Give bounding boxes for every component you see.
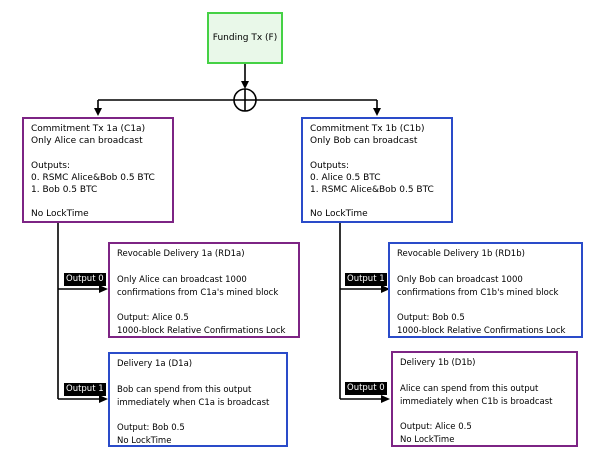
hub-xor-icon: [233, 88, 257, 112]
c1b-line-broadcast: Only Bob can broadcast: [310, 136, 418, 147]
delivery-d1a-node: Delivery 1a (D1a) Bob can spend from thi…: [108, 352, 288, 447]
edge-label-c1b-output-1: Output 1: [345, 273, 387, 286]
d1b-line-blank2: [400, 409, 569, 422]
hub-to-c1a-arrow: [94, 100, 102, 116]
rd1a-line-output: Output: Alice 0.5: [117, 313, 189, 324]
d1a-line-locktime: No LockTime: [117, 436, 172, 447]
c1a-line-locktime: No LockTime: [31, 209, 89, 220]
c1b-line-output1: 1. RSMC Alice&Bob 0.5 BTC: [310, 184, 434, 195]
delivery-d1b-node: Delivery 1b (D1b) Alice can spend from t…: [391, 351, 578, 447]
funding-tx-label: Funding Tx (F): [212, 33, 278, 43]
revocable-delivery-rd1a-node: Revocable Delivery 1a (RD1a) Only Alice …: [108, 242, 300, 338]
d1a-line-output: Output: Bob 0.5: [117, 423, 185, 434]
d1a-line-body1: Bob can spend from this output: [117, 384, 252, 395]
rd1b-line-blank: [397, 261, 574, 274]
c1a-line-blank: [31, 147, 165, 159]
commitment-tx-c1b-node: Commitment Tx 1b (C1b) Only Bob can broa…: [301, 117, 453, 223]
rd1a-line-lock: 1000-block Relative Confirmations Lock: [117, 326, 286, 337]
d1b-line-body2: immediately when C1b is broadcast: [400, 396, 553, 407]
edge-label-c1a-output-1: Output 1: [64, 383, 106, 396]
d1a-line-blank: [117, 371, 279, 384]
c1b-line-blank: [310, 147, 444, 159]
d1b-line-locktime: No LockTime: [400, 435, 455, 446]
rd1b-line-output: Output: Bob 0.5: [397, 313, 465, 324]
c1b-line-title: Commitment Tx 1b (C1b): [310, 124, 425, 134]
c1b-line-outputs: Outputs:: [310, 160, 349, 171]
c1b-line-output0: 0. Alice 0.5 BTC: [310, 172, 381, 183]
rd1a-line-body1: Only Alice can broadcast 1000: [117, 274, 247, 285]
rd1b-line-title: Revocable Delivery 1b (RD1b): [397, 249, 525, 259]
rd1b-line-lock: 1000-block Relative Confirmations Lock: [397, 326, 566, 337]
c1a-line-output1: 1. Bob 0.5 BTC: [31, 184, 98, 195]
c1b-output-lines: [339, 223, 390, 403]
d1b-line-title: Delivery 1b (D1b): [400, 358, 476, 368]
d1b-line-blank: [400, 370, 569, 383]
rd1b-line-body2: confirmations from C1b's mined block: [397, 287, 559, 298]
d1a-line-title: Delivery 1a (D1a): [117, 359, 193, 369]
rd1a-line-body2: confirmations from C1a's mined block: [117, 287, 279, 298]
commitment-tx-c1a-node: Commitment Tx 1a (C1a) Only Alice can br…: [22, 117, 174, 223]
rd1b-line-body1: Only Bob can broadcast 1000: [397, 274, 523, 285]
c1a-output-lines: [57, 223, 108, 403]
c1a-line-broadcast: Only Alice can broadcast: [31, 136, 143, 147]
c1a-line-outputs: Outputs:: [31, 160, 70, 171]
c1b-line-locktime: No LockTime: [310, 209, 368, 220]
c1a-line-title: Commitment Tx 1a (C1a): [31, 124, 146, 134]
d1a-line-blank2: [117, 410, 279, 423]
rd1a-line-title: Revocable Delivery 1a (RD1a): [117, 249, 245, 259]
hub-to-c1b-arrow: [373, 100, 381, 116]
d1a-line-body2: immediately when C1a is broadcast: [117, 397, 270, 408]
rd1b-line-blank2: [397, 300, 574, 313]
rd1a-line-blank: [117, 261, 291, 274]
d1b-line-output: Output: Alice 0.5: [400, 422, 472, 433]
funding-tx-node: Funding Tx (F): [207, 12, 283, 64]
c1a-line-blank2: [31, 196, 165, 208]
edge-label-c1b-output-0: Output 0: [345, 382, 387, 395]
c1b-line-blank2: [310, 196, 444, 208]
edge-label-c1a-output-0: Output 0: [64, 273, 106, 286]
c1a-line-output0: 0. RSMC Alice&Bob 0.5 BTC: [31, 172, 155, 183]
revocable-delivery-rd1b-node: Revocable Delivery 1b (RD1b) Only Bob ca…: [388, 242, 583, 338]
d1b-line-body1: Alice can spend from this output: [400, 383, 539, 394]
funding-to-hub-arrow: [241, 64, 249, 89]
rd1a-line-blank2: [117, 300, 291, 313]
